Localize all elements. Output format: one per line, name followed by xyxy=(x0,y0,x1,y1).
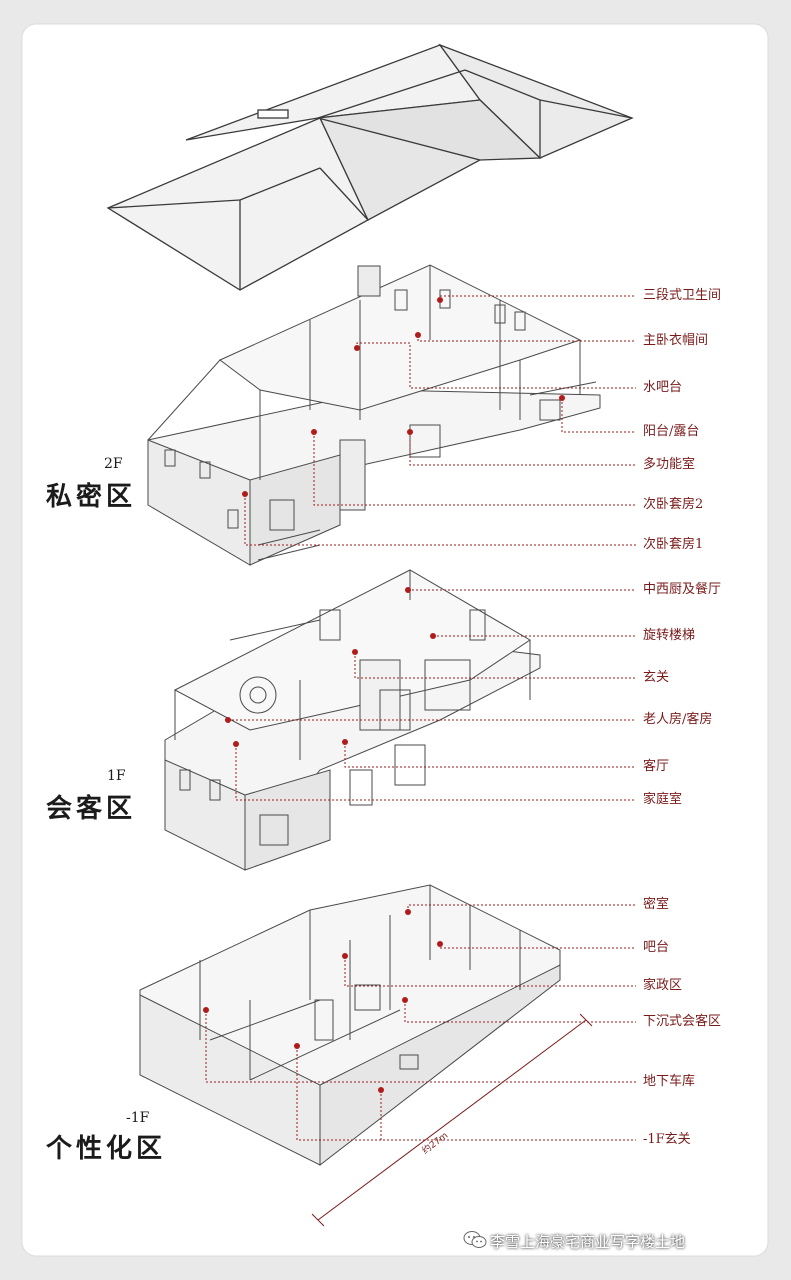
floor-code-2f: 2F xyxy=(104,456,123,472)
roof xyxy=(106,43,634,291)
room-label: 水吧台 xyxy=(643,380,683,395)
room-label: 客厅 xyxy=(643,759,670,774)
room-label: 三段式卫生间 xyxy=(643,288,722,303)
leader-dots xyxy=(203,297,565,1093)
floor-code-1f: 1F xyxy=(107,768,126,784)
room-label: 地下车库 xyxy=(643,1074,696,1089)
floor-name-b1: 个性化区 xyxy=(46,1134,167,1164)
room-label: 吧台 xyxy=(643,940,670,955)
floor-b1-model xyxy=(139,884,561,1167)
room-label: -1F玄关 xyxy=(643,1132,691,1147)
room-label: 阳台/露台 xyxy=(643,424,700,439)
floor-1f-model xyxy=(164,569,541,871)
room-label: 次卧套房2 xyxy=(643,497,704,512)
wechat-icon xyxy=(463,1231,487,1248)
room-label: 玄关 xyxy=(643,670,670,685)
leader-lines xyxy=(205,295,636,1141)
floor-code-b1: -1F xyxy=(126,1110,150,1126)
room-label: 次卧套房1 xyxy=(643,537,704,552)
room-label: 主卧衣帽间 xyxy=(643,333,709,348)
room-label: 多功能室 xyxy=(643,457,696,472)
room-label: 老人房/客房 xyxy=(643,712,713,727)
room-label: 下沉式会客区 xyxy=(643,1014,722,1029)
room-label: 中西厨及餐厅 xyxy=(643,582,722,597)
floor-name-2f: 私密区 xyxy=(46,482,137,512)
watermark: 李雪上海豪宅商业写字楼土地 xyxy=(490,1233,686,1251)
room-label: 家庭室 xyxy=(643,792,683,807)
floor-2f-model xyxy=(147,264,601,566)
floor-name-1f: 会客区 xyxy=(46,794,137,824)
room-label: 密室 xyxy=(643,897,670,912)
dimension-line xyxy=(311,1013,593,1227)
room-label: 家政区 xyxy=(643,978,683,993)
room-label: 旋转楼梯 xyxy=(643,628,696,643)
